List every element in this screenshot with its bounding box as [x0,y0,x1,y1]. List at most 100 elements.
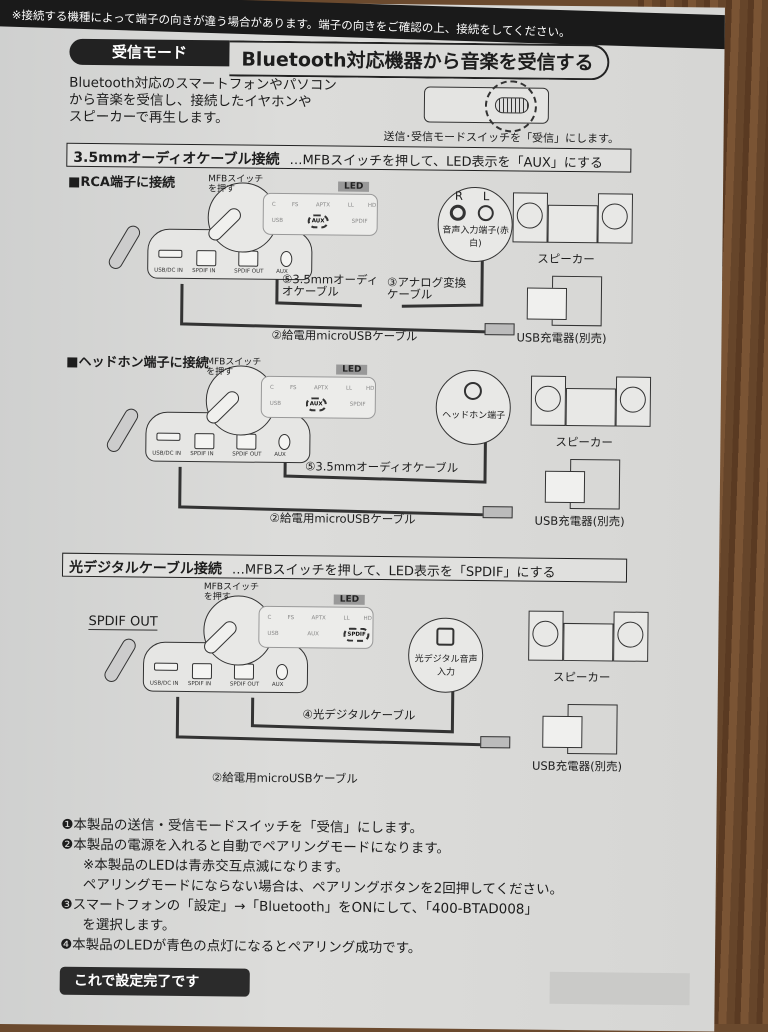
mode-tab: 受信モード [69,38,230,67]
section-title: 光デジタルケーブル接続 [68,559,223,578]
led-indicator-fs: FS [289,385,297,392]
optical-cable [250,674,455,734]
port-1 [191,663,213,680]
led-indicator-spdif: SPDIF [343,627,370,642]
usb-cable [178,466,505,517]
port-2 [233,663,255,680]
led-indicator-hd: HD [363,615,372,622]
port-label: USB/DC IN [154,267,183,274]
instruction-step: ❹本製品のLEDが青色の点灯になるとペアリング成功です。 [60,936,422,957]
switch-knob [494,97,530,114]
led-indicator-usb: USB [271,217,284,224]
rca-l-jack [477,205,494,222]
analog-cable-label: ③アナログ変換ケーブル [386,275,467,302]
jack-label: 光デジタル音声入力 [414,654,478,678]
switch-caption: 送信･受信モードスイッチを「受信」にします。 [383,130,620,146]
port-1 [194,433,215,450]
port-3 [275,663,289,681]
speaker-center [563,622,614,662]
led-indicator-aux: AUX [305,397,327,412]
jack-label: 音声入力端子(赤白) [442,225,509,250]
led-indicator-c: C [267,614,272,621]
cable-label: ④光デジタルケーブル [302,707,416,723]
port-label: USB/DC IN [149,680,179,687]
mfb-label: MFBスイッチを押す [206,357,262,378]
port-0 [158,249,183,258]
audio-cable [275,269,362,308]
speaker-center [565,387,616,427]
speaker-label: スピーカー [552,669,611,685]
led-indicator-ll: LL [343,615,350,622]
led-indicator-aux: AUX [307,631,319,638]
speaker-cone [516,202,543,229]
section-title: 3.5mmオーディオケーブル接続 [73,149,280,168]
port-label: SPDIF IN [190,451,214,458]
led-label: LED [338,181,370,192]
speaker-label: スピーカー [555,434,613,450]
jack-label: ヘッドホン端子 [442,410,506,422]
led-indicator-aptx: APTX [311,615,326,622]
section-note: …MFBスイッチを押して、LED表示を「AUX」にする [289,153,604,172]
usb-charger [544,470,586,504]
led-indicator-fs: FS [287,615,295,622]
speaker-cone [534,385,561,412]
port-0 [156,432,181,441]
led-indicator-hd: HD [365,385,375,392]
port-label: AUX [274,451,286,459]
usb-cable-label: ②給電用microUSBケーブル [211,770,358,786]
charger-label: USB充電器(別売) [534,513,625,529]
led-indicator-hd: HD [367,202,377,209]
section-optical-cable: 光デジタルケーブル接続…MFBスイッチを押して、LED表示を「SPDIF」にする [61,552,628,583]
jack-icon [463,381,483,401]
port-label: SPDIF IN [192,268,216,275]
led-indicator-c: C [269,384,274,391]
speaker-cone [532,620,559,647]
speaker-cone [601,203,628,230]
rca-connection-diagram: USB/DC IN SPDIF IN SPDIF OUT AUX MFBスイッチを押す C… [56,173,658,359]
port-label: SPDIF OUT [234,268,264,275]
intro-text: Bluetooth対応のスマートフォンやパソコン から音楽を受信し、接続したイヤ… [69,75,337,129]
usb-cable-label: ②給電用microUSBケーブル [271,327,418,344]
speaker-label: スピーカー [537,251,595,267]
led-indicator-aux: AUX [307,214,329,229]
usb-plug [484,323,515,336]
mode-switch-illustration [423,80,550,133]
led-indicator-spdif: SPDIF [349,401,366,408]
optical-connection-diagram: USB/DC IN SPDIF IN SPDIF OUT AUX MFBスイッチを押す C… [52,582,654,786]
led-indicator-spdif: SPDIF [351,218,368,225]
led-indicator-c: C [271,201,276,208]
cable-label: ⑤3.5mmオーディオケーブル [305,459,459,475]
usb-cable-label: ②給電用microUSBケーブル [269,510,416,527]
port-2 [236,433,257,450]
usb-charger [542,715,583,749]
jack-r-label: R [454,188,464,203]
speaker-center [547,204,598,244]
cables [180,247,507,334]
speaker-cone [619,386,646,413]
jack-icon [436,627,455,646]
speaker-cone [617,621,644,648]
intro-line: スピーカーで再生します。 [68,108,229,127]
port-label: AUX [271,681,284,689]
section-audio-cable: 3.5mmオーディオケーブル接続 …MFBスイッチを押して、LED表示を「AUX」… [66,142,632,173]
led-indicator-aptx: APTX [313,385,329,392]
usb-cable [175,696,503,747]
mfb-label: MFBスイッチを押す [207,174,264,195]
mfb-label: MFBスイッチを押す [203,582,260,603]
page-heading: Bluetooth対応機器から音楽を受信する [229,40,610,81]
port-label: SPDIF OUT [229,681,260,688]
usb-plug [480,736,511,749]
port-label: USB/DC IN [152,450,181,457]
faded-background-banner [549,971,690,1006]
usb-cable [180,283,507,334]
port-label: SPDIF IN [187,681,212,688]
led-indicator-ll: LL [347,202,355,209]
led-label: LED [333,594,366,605]
rca-r-jack [449,204,466,221]
led-label: LED [336,364,368,375]
led-indicator-usb: USB [269,400,282,407]
